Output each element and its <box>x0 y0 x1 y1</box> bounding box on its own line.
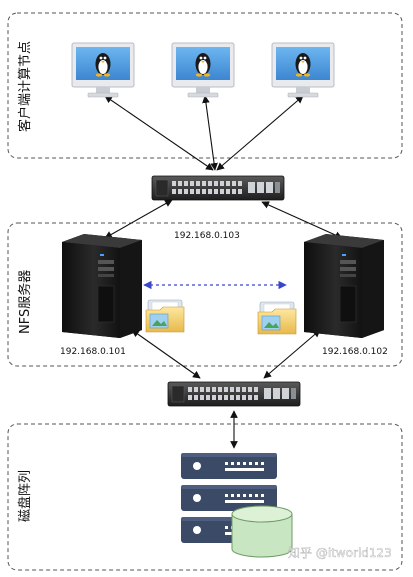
server-right-icon <box>303 233 385 339</box>
connections <box>104 95 343 449</box>
top-switch-ip: 192.168.0.103 <box>174 231 240 241</box>
database-cylinder-icon <box>231 505 293 558</box>
client-monitor-icon-3 <box>271 42 335 98</box>
link-switch-serverright <box>261 201 343 239</box>
link-client2-switch <box>202 95 218 171</box>
disk-unit-icon-1 <box>181 453 277 479</box>
client-monitor-icon-2 <box>171 42 235 98</box>
server-left-icon <box>61 233 143 339</box>
folder-right-icon <box>257 301 297 335</box>
link-client3-switch <box>216 95 304 171</box>
storage-group-label: 磁盘阵列 <box>17 470 33 522</box>
link-serverleft-switch2 <box>131 329 201 379</box>
link-serverright-switch2 <box>263 329 321 379</box>
watermark: 知乎 @itworld123 <box>288 546 392 560</box>
link-client1-switch <box>104 95 214 171</box>
client-monitor-icon-1 <box>71 42 135 98</box>
folder-left-icon <box>145 299 185 333</box>
server-left-ip: 192.168.0.101 <box>60 347 126 357</box>
bottom-switch-icon <box>167 381 301 407</box>
link-switch-serverleft <box>104 199 173 239</box>
nfs-group-label: NFS服务器 <box>17 270 33 334</box>
nfs-group-box <box>7 222 403 367</box>
clients-group-label: 客户端计算节点 <box>17 41 33 132</box>
top-switch-icon <box>151 175 285 201</box>
server-right-ip: 192.168.0.102 <box>322 347 388 357</box>
